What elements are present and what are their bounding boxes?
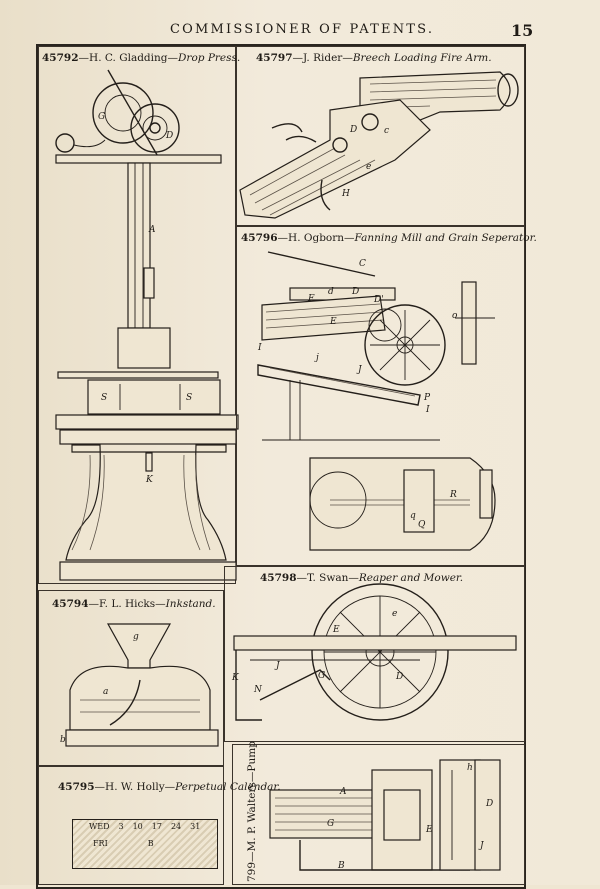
- inventor-name: H. C. Gladding: [89, 52, 168, 64]
- label-G: G: [98, 112, 105, 122]
- patent-number: 45798: [260, 572, 297, 584]
- label-D: D: [165, 131, 173, 141]
- calendar-cell: 17: [151, 822, 162, 831]
- calendar-cell: 24: [170, 822, 182, 831]
- label-R: R: [449, 490, 457, 500]
- label-D: D: [349, 125, 357, 135]
- patent-title: Reaper and Mower.: [358, 572, 464, 584]
- panel-breech-loading-fire-arm: [236, 46, 525, 226]
- label-D-prime: D': [373, 295, 384, 305]
- calendar-cell: B: [147, 839, 154, 848]
- caption-breech-loading-fire-arm: 45797—J. Rider—Breech Loading Fire Arm.: [256, 52, 492, 64]
- caption-inkstand: 45794—F. L. Hicks—Inkstand.: [52, 598, 216, 610]
- caption-fanning-mill: 45796—H. Ogborn—Fanning Mill and Grain S…: [241, 232, 537, 244]
- patent-number: 45792: [42, 52, 79, 64]
- panel-fanning-mill: [236, 226, 525, 566]
- label-g: g: [133, 632, 139, 642]
- label-C: C: [359, 259, 366, 269]
- label-e: e: [366, 162, 371, 172]
- calendar-cell: WED: [89, 822, 110, 831]
- calendar-cell: FRI: [93, 839, 108, 848]
- page-number: 15: [511, 21, 534, 40]
- patent-number: 45795: [58, 781, 95, 793]
- patent-title: Perpetual Calendar.: [175, 781, 281, 793]
- label-P: P: [423, 393, 431, 403]
- label-I: I: [257, 343, 262, 353]
- label-A: A: [148, 225, 156, 235]
- label-S: S: [101, 393, 107, 403]
- inventor-name: H. W. Holly: [105, 781, 165, 793]
- patent-number: 45794: [52, 598, 89, 610]
- label-I: I: [425, 405, 430, 415]
- patent-number: 45796: [241, 232, 278, 244]
- caption-drop-press: 45792—H. C. Gladding—Drop Press.: [42, 52, 241, 64]
- inventor-name: J. Rider: [303, 52, 343, 64]
- label-J: J: [478, 841, 485, 851]
- panel-inkstand: [38, 590, 224, 766]
- calendar-drawing: WED 3 10 17 24 31 FRI B: [72, 819, 218, 869]
- label-c: c: [384, 126, 389, 136]
- label-J: J: [356, 365, 363, 375]
- label-G: G: [318, 671, 325, 681]
- label-b: b: [60, 735, 66, 745]
- inventor-name: F. L. Hicks: [99, 598, 156, 610]
- label-K: K: [231, 673, 240, 683]
- label-q: q: [410, 511, 416, 521]
- calendar-row: FRI B: [73, 831, 217, 848]
- label-a: a: [103, 687, 108, 697]
- patent-title: Drop Press.: [178, 52, 241, 64]
- calendar-row: WED 3 10 17 24 31: [73, 820, 217, 831]
- label-S: S: [186, 393, 192, 403]
- patent-number: 45797: [256, 52, 293, 64]
- label-J: J: [274, 661, 281, 671]
- label-A: A: [339, 787, 347, 797]
- label-E: E: [332, 625, 340, 635]
- patent-title: Fanning Mill and Grain Seperator.: [354, 232, 537, 244]
- caption-perpetual-calendar: 45795—H. W. Holly—Perpetual Calendar.: [58, 781, 281, 793]
- patent-title: Inkstand.: [165, 598, 216, 610]
- inventor-name: H. Ogborn: [288, 232, 345, 244]
- inventor-name: T. Swan: [307, 572, 349, 584]
- label-H: H: [341, 189, 350, 199]
- label-K: K: [145, 475, 154, 485]
- label-E: E: [425, 825, 433, 835]
- label-B: B: [337, 861, 345, 871]
- label-d: d: [328, 287, 334, 297]
- label-e: e: [392, 609, 397, 619]
- label-D: D: [395, 672, 403, 682]
- label-F: F: [307, 294, 315, 304]
- page-header-title: COMMISSIONER OF PATENTS.: [170, 22, 435, 37]
- label-G: G: [327, 819, 334, 829]
- label-N: N: [253, 685, 263, 695]
- label-D: D: [485, 799, 493, 809]
- calendar-cell: 10: [132, 822, 143, 831]
- label-o: o: [452, 311, 458, 321]
- calendar-cell: 31: [190, 822, 201, 831]
- label-h: h: [467, 763, 473, 773]
- panel-reaper-and-mower: [224, 566, 525, 742]
- label-D: D: [351, 287, 359, 297]
- label-E: E: [329, 317, 337, 327]
- label-j: j: [314, 353, 319, 363]
- panel-drop-press: [38, 46, 236, 584]
- patent-title: Breech Loading Fire Arm.: [352, 52, 492, 64]
- calendar-cell: 3: [118, 822, 124, 831]
- caption-reaper-and-mower: 45798—T. Swan—Reaper and Mower.: [260, 572, 464, 584]
- label-Q: Q: [418, 520, 426, 530]
